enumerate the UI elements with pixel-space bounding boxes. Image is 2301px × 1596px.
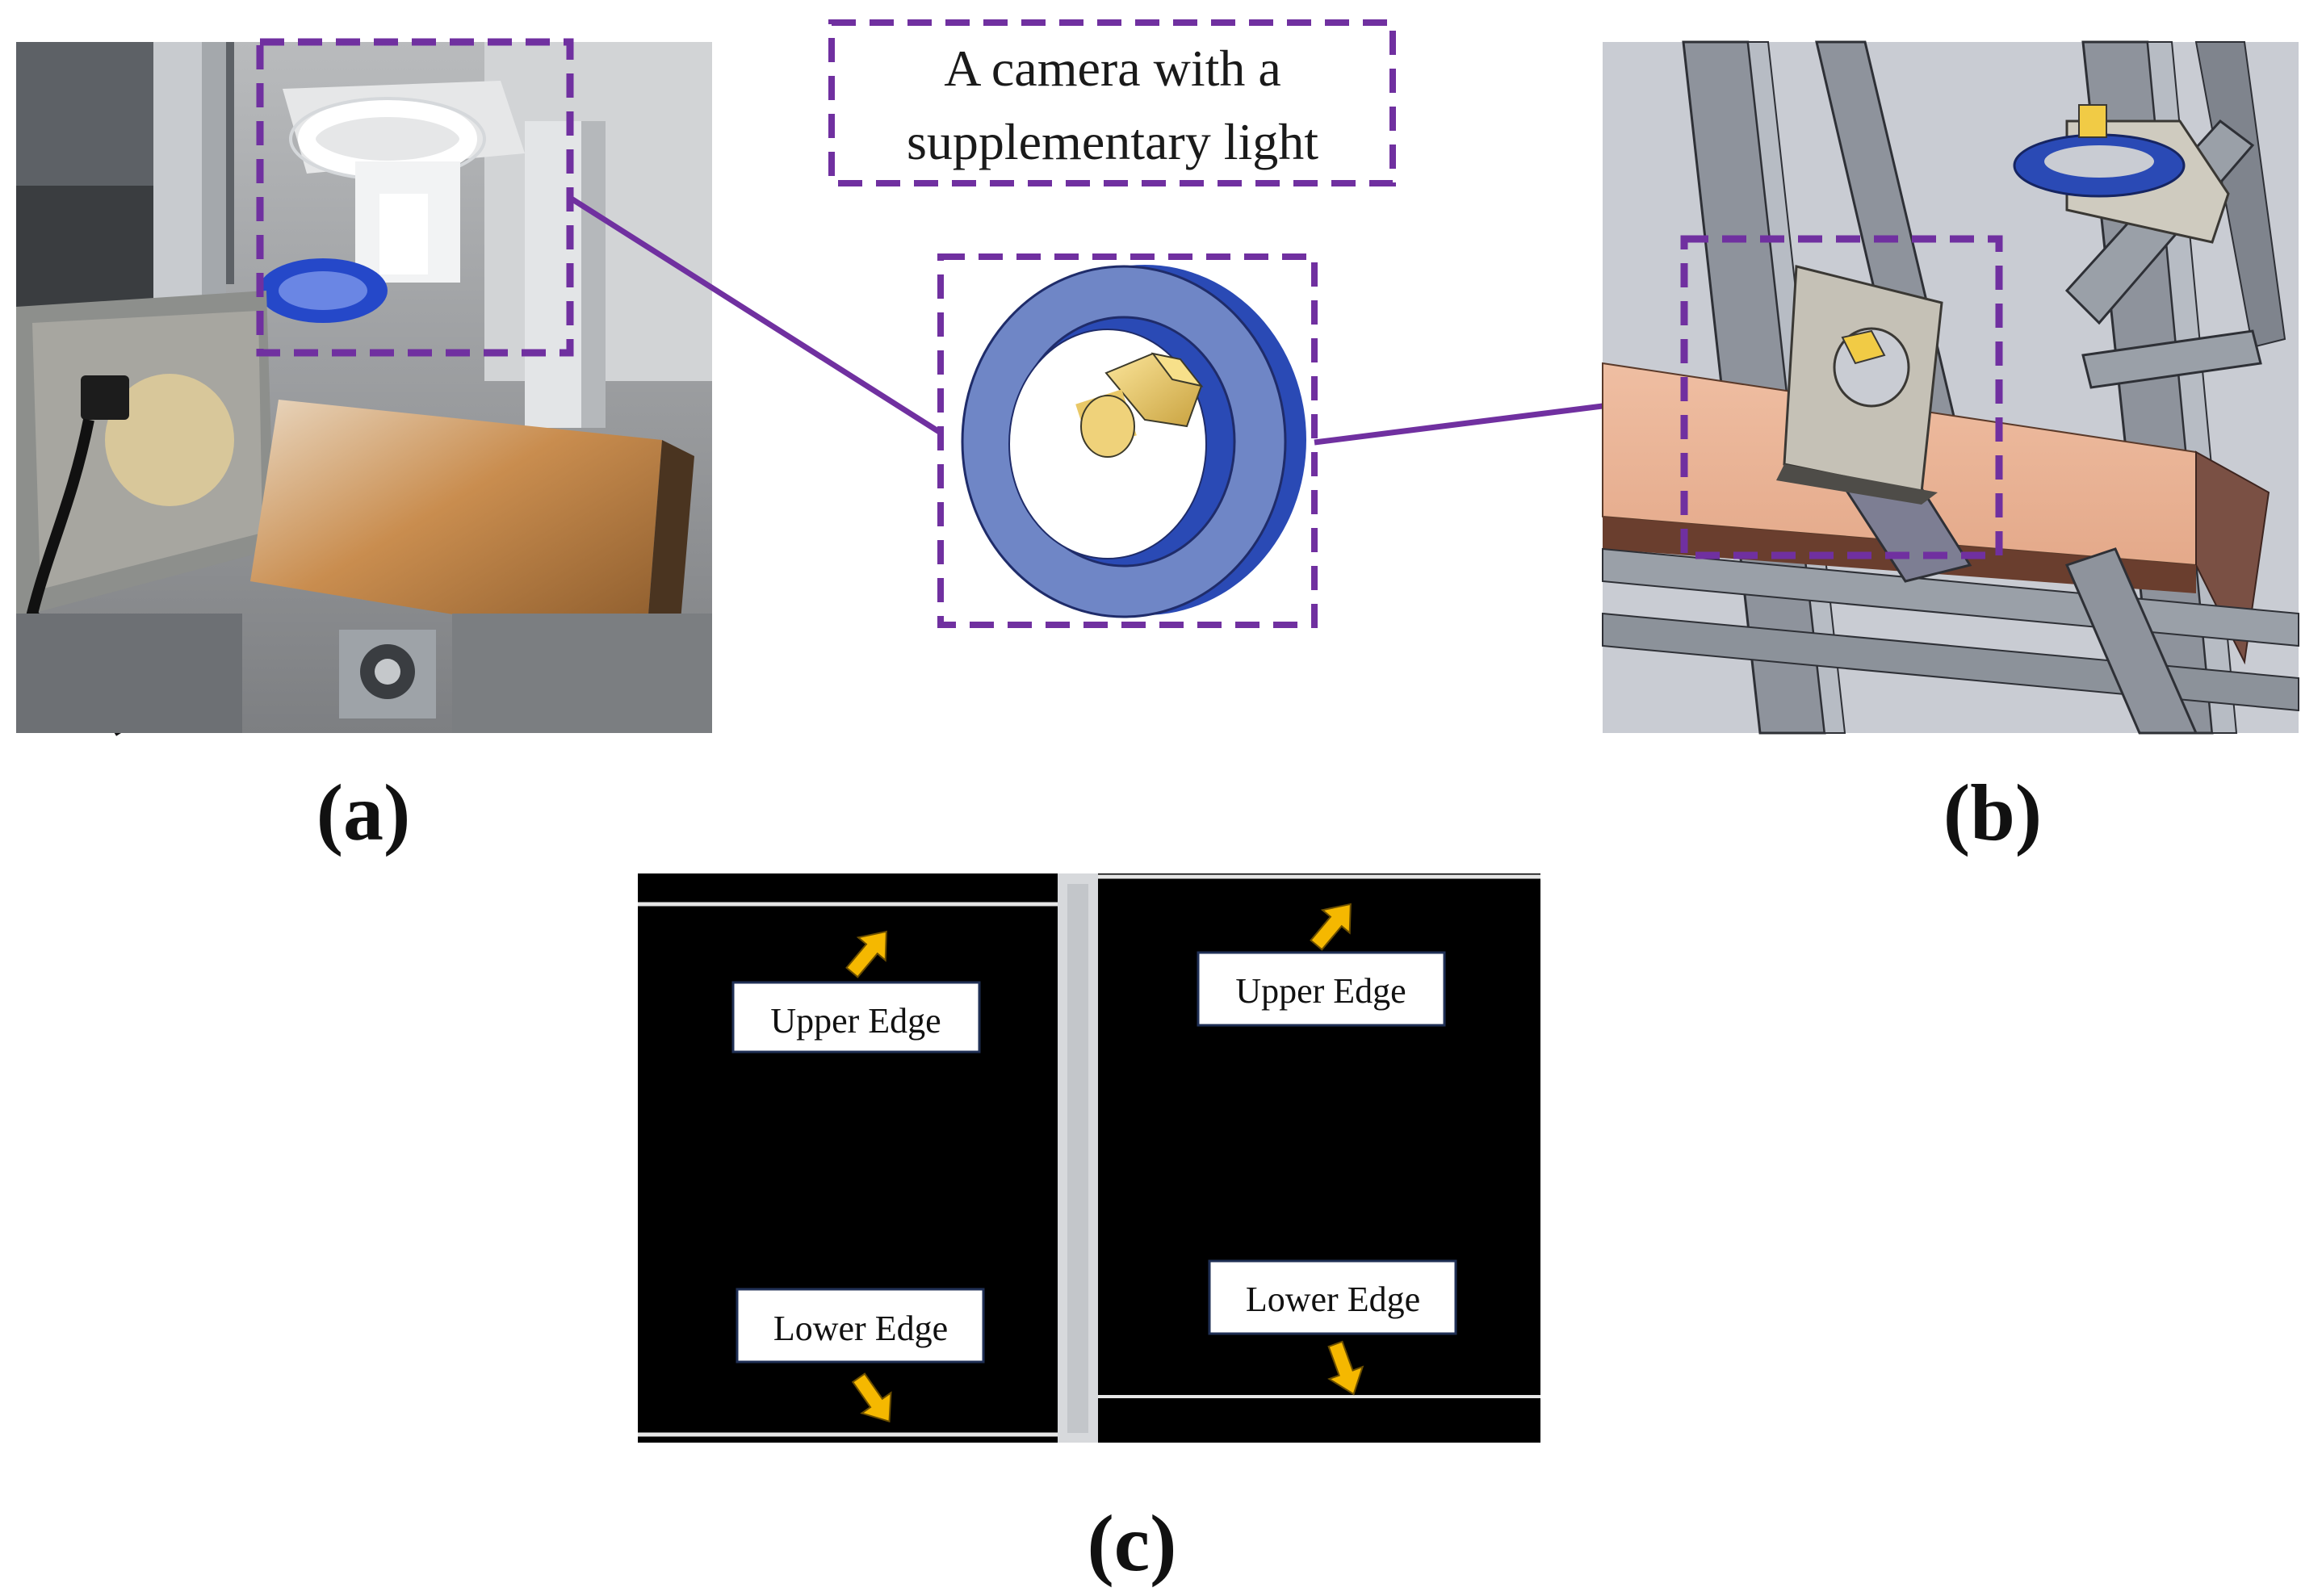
model-frame-upright-4 bbox=[2194, 41, 2286, 349]
camera-highlight-box-a bbox=[256, 38, 574, 357]
screen-divider-scroll bbox=[1067, 884, 1088, 1433]
callout-label: A camera with a supplementary light bbox=[828, 19, 1396, 186]
label-box-left-upper bbox=[731, 981, 981, 1054]
wooden-board bbox=[250, 400, 662, 646]
photo-floor-right bbox=[452, 614, 712, 733]
camera-body-top bbox=[1150, 352, 1204, 387]
callout-line-1: A camera with a bbox=[944, 40, 1281, 97]
camera-ring-model bbox=[937, 253, 1318, 628]
extrusion-profile-core bbox=[375, 659, 400, 685]
label-right-upper: Upper Edge bbox=[1235, 971, 1406, 1011]
camera-mount-face bbox=[379, 194, 428, 274]
panel-label-b: (b) bbox=[1943, 768, 2042, 857]
photo-panel-a bbox=[16, 38, 712, 736]
callout-box bbox=[828, 19, 1396, 186]
panel-label-c: (c) bbox=[1088, 1498, 1177, 1588]
camera-lens bbox=[1080, 395, 1135, 458]
lens-reflector bbox=[105, 374, 234, 506]
model-frame-diagonal-2 bbox=[2081, 329, 2262, 389]
camera-ring-box bbox=[937, 253, 1318, 628]
panel-label-a: (a) bbox=[316, 768, 411, 857]
label-box-right-upper bbox=[1197, 951, 1446, 1027]
model-camera-small-b bbox=[2078, 104, 2107, 138]
arrow-left-up bbox=[845, 930, 887, 978]
wooden-board-edge bbox=[646, 440, 694, 650]
label-right-lower: Lower Edge bbox=[1246, 1280, 1420, 1319]
arrow-right-up bbox=[1310, 903, 1352, 951]
label-box-left-lower bbox=[736, 1288, 985, 1364]
label-box-right-lower bbox=[1208, 1259, 1457, 1335]
photo-floor-machinery bbox=[16, 614, 242, 733]
callout-line-2: supplementary light bbox=[907, 113, 1318, 170]
model-panel-b bbox=[1602, 40, 2299, 735]
model-camera-small-a bbox=[1841, 329, 1886, 365]
edge-detection-panel-c: Upper Edge Lower Edge Upper Edge Lower E… bbox=[638, 873, 1540, 1443]
arrow-right-down bbox=[1327, 1340, 1364, 1396]
model-ring-light-upper-hole bbox=[2044, 145, 2154, 178]
photo-equipment-dark bbox=[16, 186, 161, 307]
model-frame-brace-2 bbox=[2064, 547, 2198, 735]
blue-hose-inner bbox=[279, 271, 367, 310]
model-mount-plate-lip bbox=[1776, 464, 1938, 505]
connector-line-a bbox=[568, 195, 942, 435]
camera-highlight-box-b bbox=[1680, 235, 2003, 559]
arrow-left-down bbox=[851, 1372, 892, 1423]
camera-body bbox=[81, 375, 129, 420]
aluminium-upright-right-shadow bbox=[581, 121, 606, 428]
label-left-upper: Upper Edge bbox=[770, 1001, 941, 1041]
label-left-lower: Lower Edge bbox=[773, 1309, 948, 1348]
